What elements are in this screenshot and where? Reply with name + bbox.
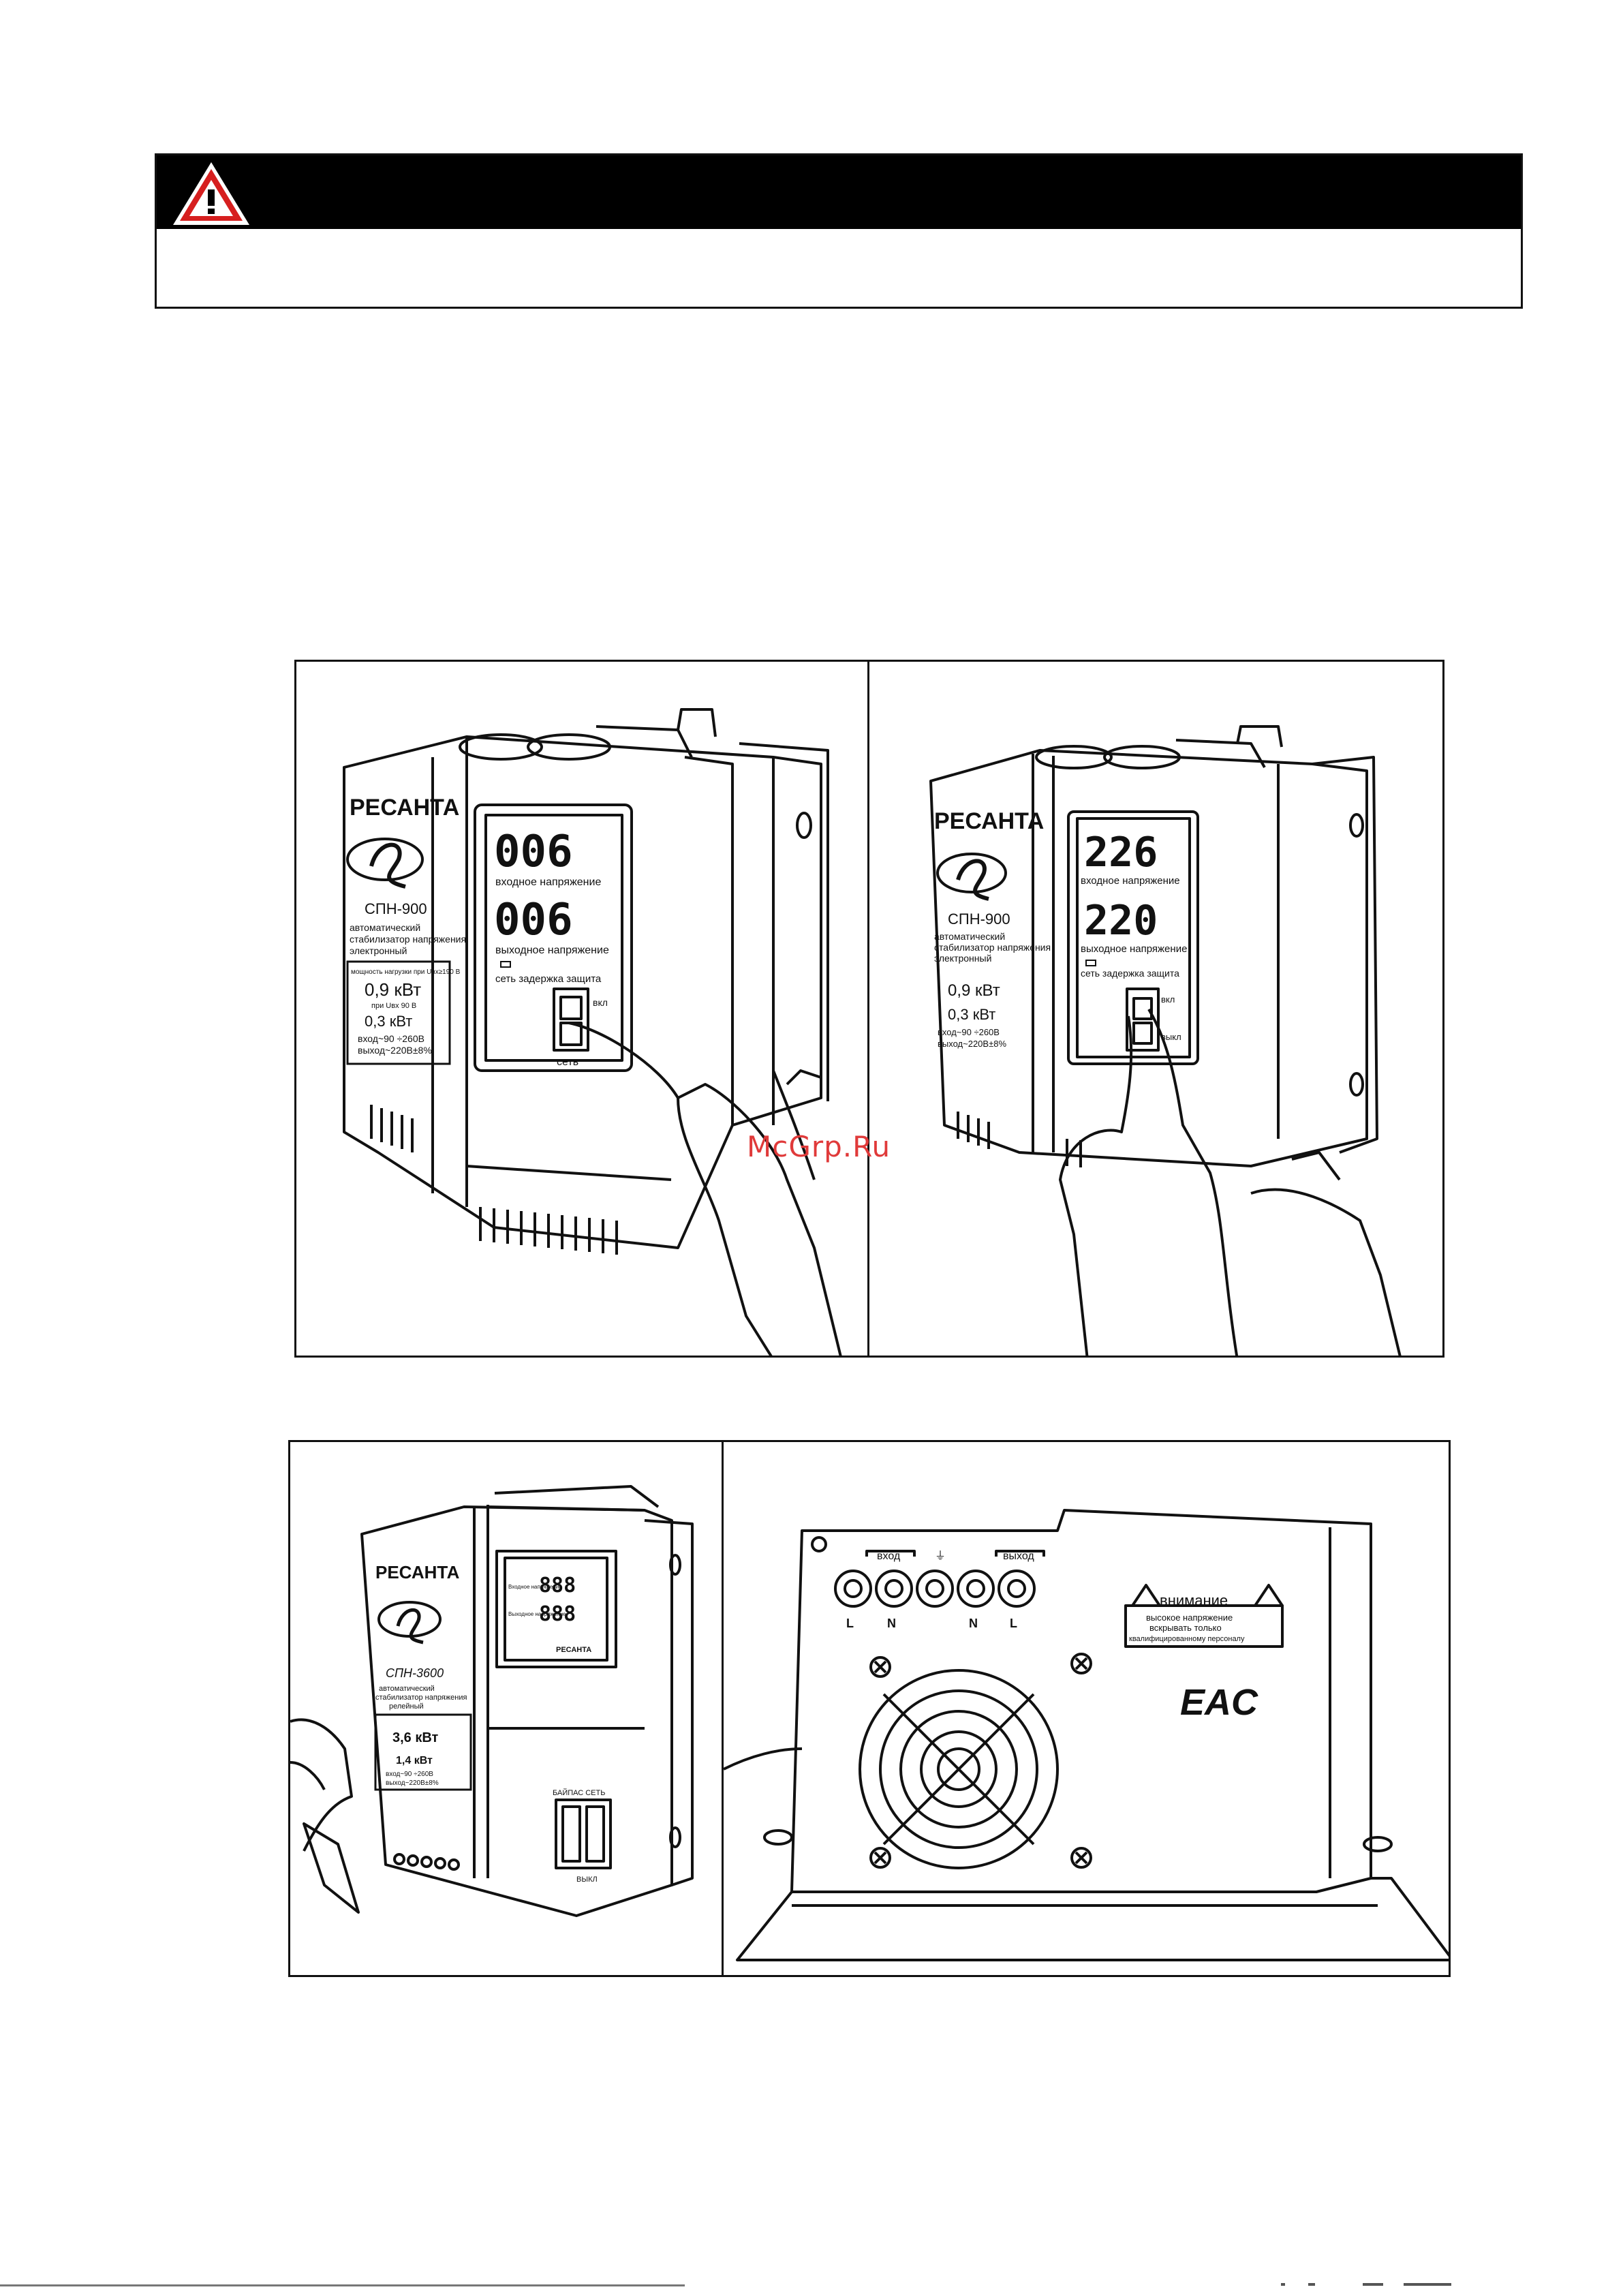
desc-line-1: автоматический <box>934 931 1005 942</box>
input-voltage-label: входное напряжение <box>495 876 601 888</box>
output-voltage-display: 220 <box>1084 897 1158 945</box>
desc-line-2: стабилизатор напряжения <box>375 1694 467 1702</box>
desc-line-1: автоматический <box>350 922 420 933</box>
switch-on-label: вкл <box>593 997 608 1008</box>
rear-warning-line-3: квалифицированному персоналу <box>1129 1635 1245 1643</box>
model-label: СПН-900 <box>948 910 1010 928</box>
input-range: вход~90 ÷260В <box>938 1027 1000 1037</box>
lcd-input-display: 888 <box>539 1574 576 1597</box>
rear-warning-line-2: вскрывать только <box>1149 1623 1222 1633</box>
lcd-brand: РЕСАНТА <box>556 1646 591 1654</box>
status-led <box>500 961 511 968</box>
brand-logo-text: РЕСАНТА <box>375 1562 460 1582</box>
off-label: ВЫКЛ <box>576 1876 598 1884</box>
lcd-input-label: Входное напряжение <box>508 1584 562 1590</box>
output-voltage-label: выходное напряжение <box>495 945 609 956</box>
input-voltage-display: 226 <box>1084 829 1158 876</box>
status-labels: сеть задержка защита <box>495 973 602 985</box>
stabilizer-illustration-on: РЕСАНТА СПН-900 автоматический стабилиза… <box>929 725 1402 1356</box>
desc-line-1: автоматический <box>379 1685 435 1693</box>
stabilizer-3600-illustration: РЕСАНТА СПН-3600 автоматический стабилиз… <box>290 1485 694 1917</box>
power-1: 0,9 кВт <box>948 981 1000 1000</box>
output-voltage-label: выходное напряжение <box>1081 943 1187 955</box>
ground-icon: ⏚ <box>935 1550 946 1562</box>
power-spec-label: мощность нагрузки при Uвх≥190 В <box>351 968 461 976</box>
power-2: 1,4 кВт <box>396 1755 433 1766</box>
switch-label: сеть <box>557 1056 578 1068</box>
warning-triangle-icon <box>173 162 249 225</box>
desc-line-2: стабилизатор напряжения <box>934 942 1051 953</box>
brand-emblem-icon <box>936 853 1007 901</box>
rear-panel-illustration: вход ⏚ выход L N N L внимание высокое на… <box>724 1509 1449 1961</box>
lcd-output-display: 888 <box>539 1602 576 1626</box>
input-range: вход~90 ÷260В <box>358 1033 424 1044</box>
terminal-3-label: N <box>969 1617 978 1630</box>
input-voltage-label: входное напряжение <box>1081 875 1180 887</box>
model-label: СПН-3600 <box>386 1666 444 1680</box>
switch-on-label: вкл <box>1161 994 1175 1005</box>
bypass-label: БАЙПАС СЕТЬ <box>553 1788 605 1797</box>
output-range: выход~220В±8% <box>386 1779 439 1787</box>
footer-marks <box>1281 2283 1451 2286</box>
lcd-output-label: Выходное напряжение <box>508 1611 566 1617</box>
desc-line-3: релейный <box>389 1702 424 1711</box>
footer-divider <box>0 2284 685 2286</box>
figure2-left-panel: РЕСАНТА СПН-3600 автоматический стабилиз… <box>288 1440 724 1977</box>
figure1-right-panel: РЕСАНТА СПН-900 автоматический стабилиза… <box>867 660 1444 1358</box>
desc-line-2: стабилизатор напряжения <box>350 934 466 945</box>
input-voltage-display: 006 <box>494 827 573 877</box>
stabilizer-illustration-off: РЕСАНТА СПН-900 автоматический стабилиза… <box>343 708 842 1356</box>
output-label: выход <box>1003 1550 1034 1562</box>
power-2: 0,3 кВт <box>365 1013 412 1030</box>
rear-warning-line-1: высокое напряжение <box>1146 1612 1233 1623</box>
terminal-4-label: L <box>1010 1617 1017 1630</box>
switch-off-label: выкл <box>1161 1032 1181 1042</box>
desc-line-3: электронный <box>934 953 991 964</box>
brand-logo-text: РЕСАНТА <box>350 795 459 821</box>
output-range: выход~220В±8% <box>938 1039 1006 1049</box>
status-labels: сеть задержка защита <box>1081 968 1179 979</box>
input-label: вход <box>877 1550 901 1562</box>
figure2-right-panel: вход ⏚ выход L N N L внимание высокое на… <box>722 1440 1451 1977</box>
warning-header-bar <box>157 155 1521 229</box>
power-1: 0,9 кВт <box>365 979 421 1000</box>
warning-box <box>155 153 1523 309</box>
desc-line-3: электронный <box>350 945 407 956</box>
rear-warning-title: внимание <box>1160 1592 1228 1609</box>
output-voltage-display: 006 <box>494 895 573 945</box>
input-range: вход~90 ÷260В <box>386 1771 433 1778</box>
model-label: СПН-900 <box>365 900 427 917</box>
brand-logo-text: РЕСАНТА <box>934 808 1044 834</box>
terminal-1-label: L <box>846 1617 854 1630</box>
brand-emblem-icon <box>346 838 424 889</box>
eac-cert-mark: EAC <box>1180 1682 1258 1723</box>
status-led <box>1085 960 1096 966</box>
brand-emblem-icon <box>377 1601 442 1644</box>
figure1-left-panel: РЕСАНТА СПН-900 автоматический стабилиза… <box>294 660 869 1358</box>
watermark-text: McGrp.Ru <box>747 1130 891 1163</box>
terminal-2-label: N <box>887 1617 896 1630</box>
power-2: 0,3 кВт <box>948 1006 995 1023</box>
output-range: выход~220В±8% <box>358 1045 432 1056</box>
power-1: 3,6 кВт <box>392 1730 439 1745</box>
power-sub-label: при Uвх 90 В <box>371 1002 416 1010</box>
